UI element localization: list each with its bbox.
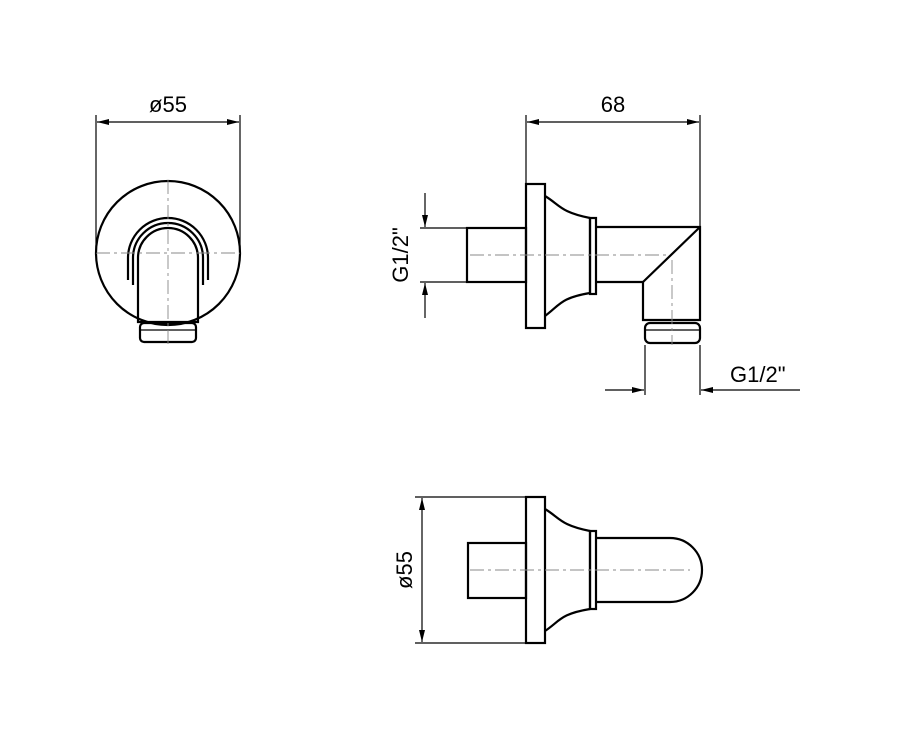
side-view: 68 G1/2" G1/2" [388, 92, 800, 395]
top-view: ø55 [392, 495, 704, 645]
inlet-thread-label: G1/2" [388, 227, 413, 283]
inlet-pipe [466, 541, 528, 600]
front-diameter-label: ø55 [149, 92, 187, 117]
outlet-tube [596, 536, 704, 604]
length-label: 68 [601, 92, 625, 117]
top-diameter-label: ø55 [392, 551, 417, 589]
wall-flange [524, 182, 547, 330]
outlet-thread-label: G1/2" [730, 362, 786, 387]
bell-body [544, 195, 592, 317]
front-view: ø55 [94, 92, 242, 345]
elbow-body [596, 225, 702, 322]
outlet-nut [643, 321, 702, 345]
tube-outlet [136, 226, 200, 324]
flange-circle [94, 179, 242, 327]
